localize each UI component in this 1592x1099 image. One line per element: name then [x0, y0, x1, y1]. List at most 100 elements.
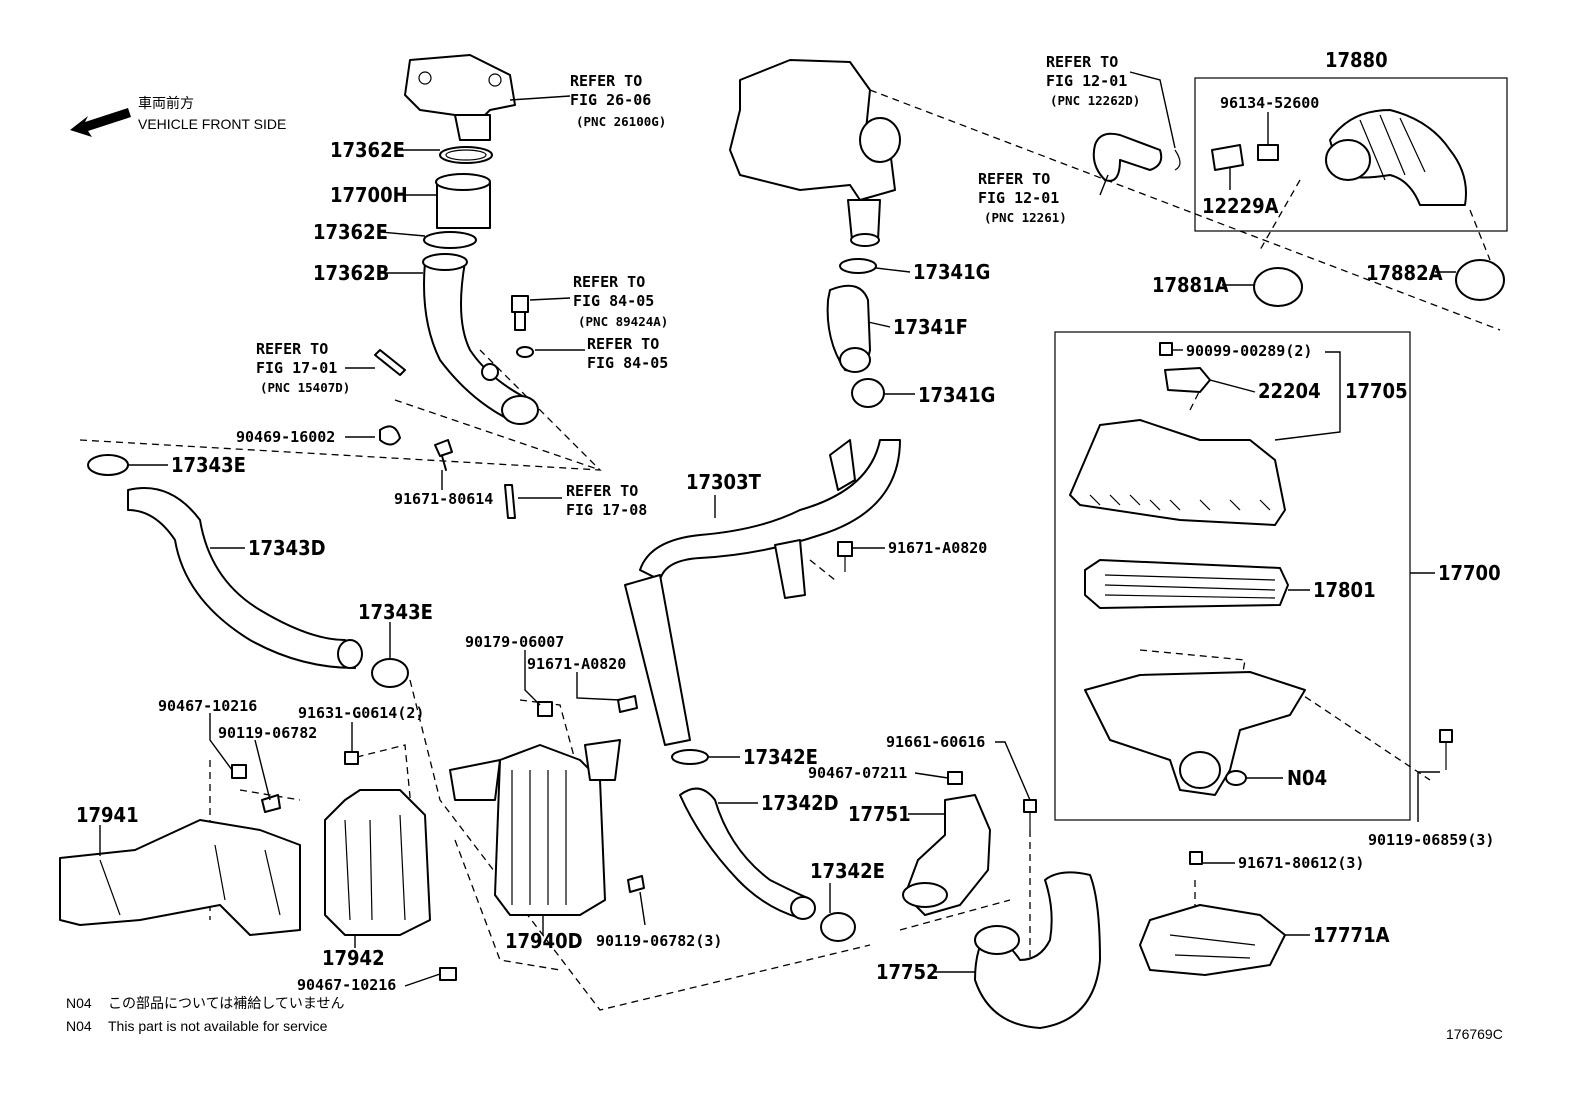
pipe-17303T [624, 439, 901, 746]
label-96134: 96134-52600 [1220, 94, 1319, 112]
label-17342E-top: 17342E [743, 745, 818, 769]
label-90467-10216-bottom: 90467-10216 [297, 976, 396, 994]
box-17880 [1194, 77, 1508, 232]
direction-label-jp: 車両前方 [138, 95, 194, 111]
label-91631: 91631-G0614(2) [298, 704, 424, 722]
label-90467-07211: 90467-07211 [808, 764, 907, 782]
refer-26-06-line1: REFER TO [570, 72, 642, 90]
label-91671-80612: 91671-80612(3) [1238, 854, 1364, 872]
figure-id: 176769C [1446, 1026, 1503, 1042]
refer-17-01-line2: FIG 17-01 [256, 359, 337, 377]
clip-90469 [379, 425, 401, 446]
label-90179: 90179-06007 [465, 633, 564, 651]
label-N04: N04 [1287, 766, 1327, 790]
label-17942: 17942 [322, 946, 385, 970]
sensor-89424A [511, 295, 534, 358]
note-en-code: N04 [66, 1018, 92, 1034]
refer-12-01b-pnc: (PNC 12261) [984, 210, 1067, 225]
label-17751: 17751 [848, 802, 911, 826]
label-90119-06782-3: 90119-06782(3) [596, 932, 722, 950]
refer-26-06-pnc: (PNC 26100G) [576, 114, 666, 129]
bolt-91661 [1023, 799, 1037, 830]
clamp-17882A [1455, 259, 1505, 301]
direction-label-en: VEHICLE FRONT SIDE [138, 116, 286, 132]
bolt-91671-80612 [1189, 851, 1203, 865]
refer-17-08-line1: REFER TO [566, 482, 638, 500]
breather-hose-12262D [1092, 132, 1181, 182]
label-17801: 17801 [1313, 578, 1376, 602]
bolt-91671-A0820-low [617, 695, 638, 713]
element-17801 [1084, 559, 1289, 609]
refer-12-01a-pnc: (PNC 12262D) [1050, 93, 1140, 108]
duct-17751 [902, 794, 991, 916]
throttle-body-part [404, 54, 516, 141]
duct-17941 [59, 819, 301, 936]
clamp-17362E-top [439, 146, 493, 164]
hose-17341F [826, 284, 871, 373]
sensor-22204 [1164, 367, 1211, 393]
leader-lines [99, 71, 1456, 987]
bolt-90179 [537, 701, 553, 717]
bolt-91671-80614 [434, 439, 453, 471]
refer-12-01a-line2: FIG 12-01 [1046, 72, 1127, 90]
refer-26-06-line2: FIG 26-06 [570, 91, 651, 109]
label-17752: 17752 [876, 960, 939, 984]
sensor-12229A [1211, 144, 1244, 171]
front-direction-arrow [70, 108, 131, 137]
bolt-91631 [344, 751, 359, 765]
refer-17-01-line1: REFER TO [256, 340, 328, 358]
refer-84-05b-line1: REFER TO [587, 335, 659, 353]
clamp-17343E-bottom [371, 658, 409, 688]
label-17362B: 17362B [313, 261, 389, 285]
clamp-17362E-mid [423, 231, 477, 249]
clamp-17342E-top [671, 749, 709, 765]
label-90467-10216-top: 90467-10216 [158, 697, 257, 715]
refer-84-05b-line2: FIG 84-05 [587, 354, 668, 372]
tube-17-08 [504, 484, 516, 519]
bolt-90467-07211 [947, 771, 963, 785]
refer-84-05a-line2: FIG 84-05 [573, 292, 654, 310]
label-91671-A0820-low: 91671-A0820 [527, 655, 626, 673]
clamp-17343E-top [87, 454, 129, 476]
clamp-17881A [1253, 267, 1303, 307]
label-12229A: 12229A [1202, 194, 1279, 218]
refer-84-05a-pnc: (PNC 89424A) [578, 314, 668, 329]
label-90099: 90099-00289(2) [1186, 342, 1312, 360]
label-91671-A0820-up: 91671-A0820 [888, 539, 987, 557]
bolt-90119-06859 [1439, 729, 1453, 770]
label-17700: 17700 [1438, 561, 1501, 585]
bolt-90467-10216-top [231, 764, 247, 779]
refer-84-05a-line1: REFER TO [573, 273, 645, 291]
bracket-17771A [1139, 904, 1286, 976]
hose-17700H [435, 173, 491, 229]
label-17771A: 17771A [1313, 923, 1390, 947]
refer-17-01-pnc: (PNC 15407D) [260, 380, 350, 395]
label-90119-06782: 90119-06782 [218, 724, 317, 742]
refer-12-01b-line2: FIG 12-01 [978, 189, 1059, 207]
duct-17752 [974, 871, 1101, 1029]
label-90469: 90469-16002 [236, 428, 335, 446]
label-17700H: 17700H [330, 183, 408, 207]
bolt-90119-06782 [261, 794, 281, 813]
clamp-17342E-bottom [820, 912, 856, 942]
turbocharger [729, 59, 901, 247]
label-17343E-top: 17343E [171, 453, 246, 477]
label-90119-06859: 90119-06859(3) [1368, 831, 1494, 849]
hose-17880 [1325, 109, 1467, 206]
label-22204: 22204 [1258, 379, 1321, 403]
grommet-N04 [1225, 770, 1247, 786]
label-91671-80614: 91671-80614 [394, 490, 493, 508]
bolt-90099 [1159, 342, 1173, 356]
label-17341F: 17341F [893, 315, 968, 339]
refer-12-01a-line1: REFER TO [1046, 53, 1118, 71]
box-17700 [1054, 331, 1411, 821]
bolt-90467-10216-bottom [439, 967, 457, 981]
label-17341G-top: 17341G [913, 260, 990, 284]
label-17343E-bottom: 17343E [358, 600, 433, 624]
label-17705: 17705 [1345, 379, 1408, 403]
label-17882A: 17882A [1366, 261, 1443, 285]
note-jp-code: N04 [66, 995, 92, 1011]
refer-12-01b-line1: REFER TO [978, 170, 1050, 188]
bolt-90119-06782-3 [627, 875, 645, 893]
